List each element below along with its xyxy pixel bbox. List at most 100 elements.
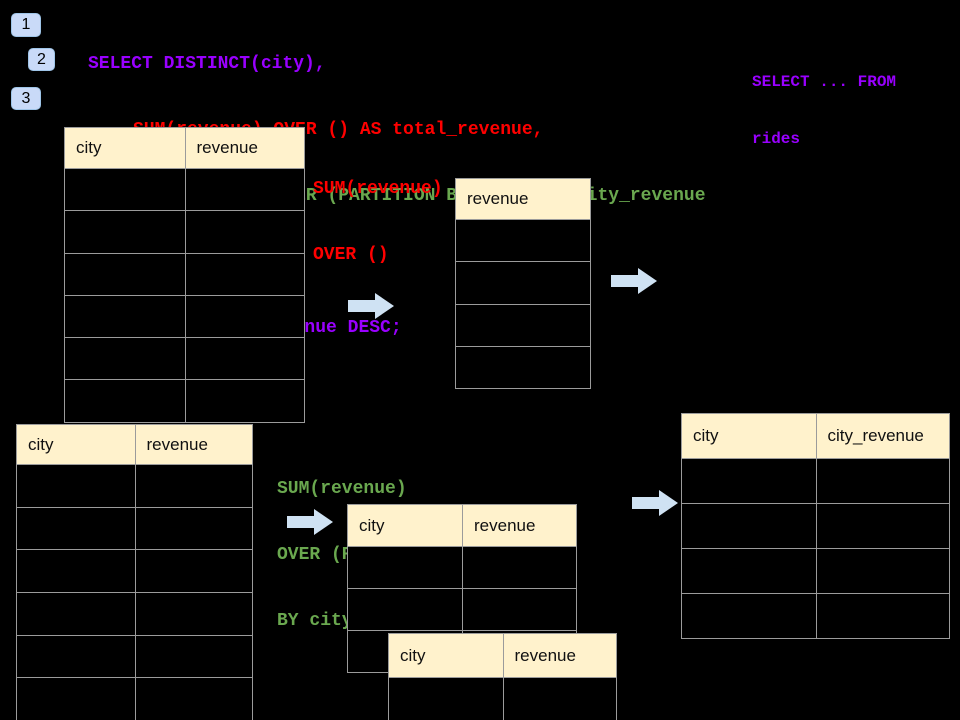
table-cell-empty [134,635,253,678]
table-cell-empty [462,589,576,630]
table-cell-empty [456,305,590,346]
table-cell-empty [65,296,185,337]
source-table-bottom: city revenue [16,424,253,720]
table-cell-empty [134,593,253,635]
table-row [17,677,252,720]
arrow-head [375,293,394,319]
table-cell-empty [65,380,185,421]
column-header-revenue: revenue [502,634,617,677]
table-cell-empty [462,547,576,588]
table-cell-empty [134,550,253,593]
table-row [682,458,949,503]
arrow-head [638,268,657,294]
source-table-top: city revenue [64,127,305,423]
table-cell-empty [389,678,503,720]
table-row [456,345,590,388]
table-cell-empty [348,547,462,588]
step-badge-1-label: 1 [21,16,31,33]
column-header-city: city [28,434,54,454]
table-row [682,503,949,548]
step-badge-2: 2 [28,48,55,71]
table-cell-empty [65,254,185,295]
table-row [456,261,590,303]
table-row [456,303,590,346]
table-row [682,548,949,593]
right-arrow-icon [348,293,394,319]
table-cell-empty [17,593,135,635]
table-cell-empty [815,594,950,638]
table-cell-empty [134,678,253,720]
table-cell-empty [815,459,950,503]
annotation-total-line-2: OVER () [313,245,389,265]
table-cell-empty [456,262,590,303]
arrow-body [632,497,659,509]
column-header-revenue: revenue [462,505,576,546]
table-row [65,337,305,380]
step-badge-1: 1 [11,13,41,37]
sql-side-note: SELECT ... FROM rides [752,35,896,187]
table-cell-empty [502,678,617,720]
result-table-body [682,458,949,638]
partition-table-back-header: city revenue [348,505,576,546]
partition-table-front-header: city revenue [389,634,616,677]
sql-line-select: SELECT DISTINCT(city), [88,54,326,74]
right-arrow-icon [611,268,657,294]
table-row [17,592,252,635]
table-row [65,379,304,422]
table-cell-empty [184,169,305,211]
table-cell-empty [184,295,305,338]
total-revenue-table-body [456,219,590,388]
arrow-head [314,509,333,535]
table-cell-empty [65,169,185,210]
table-row [456,219,590,261]
table-row [65,294,305,338]
source-table-top-header: city revenue [65,128,304,168]
table-cell-empty [17,508,135,550]
table-row [17,464,252,507]
column-header-city: city [359,515,385,535]
table-cell-empty [134,507,253,550]
table-cell-empty [815,504,950,548]
arrow-body [348,300,375,312]
table-row [389,677,616,720]
side-note-line-1: SELECT ... FROM [752,73,897,91]
table-row [17,634,253,678]
column-header-revenue: revenue [467,189,529,208]
table-cell-empty [682,459,816,503]
annotation-total-revenue: SUM(revenue) OVER () [313,134,443,310]
total-revenue-table-header: revenue [456,179,590,219]
table-cell-empty [456,220,590,261]
table-cell-empty [682,549,816,593]
table-cell-empty [815,549,950,593]
table-row [17,549,253,593]
result-table: city city_revenue [681,413,950,639]
column-header-city: city [693,426,719,445]
source-table-bottom-body [17,464,252,720]
table-cell-empty [17,678,135,720]
table-row [682,593,949,638]
table-cell-empty [184,338,305,380]
column-header-city: city [76,138,102,157]
arrow-body [287,516,314,528]
arrow-body [611,275,638,287]
column-header-city-revenue: city_revenue [815,414,950,458]
annotation-total-line-1: SUM(revenue) [313,179,443,199]
side-note-line-2: rides [752,130,801,148]
right-arrow-icon [632,490,678,516]
source-table-bottom-header: city revenue [17,425,252,464]
total-revenue-table: revenue [455,178,591,390]
table-cell-empty [456,347,590,388]
table-row [17,506,253,550]
arrow-head [659,490,678,516]
table-row [65,168,305,211]
table-cell-empty [184,211,305,253]
right-arrow-icon [287,509,333,535]
step-badge-3: 3 [11,87,41,110]
table-cell-empty [682,504,816,548]
table-row [348,588,576,630]
table-cell-empty [134,465,253,507]
table-row [65,252,304,295]
table-cell-empty [682,594,816,638]
step-badge-3-label: 3 [21,89,31,107]
